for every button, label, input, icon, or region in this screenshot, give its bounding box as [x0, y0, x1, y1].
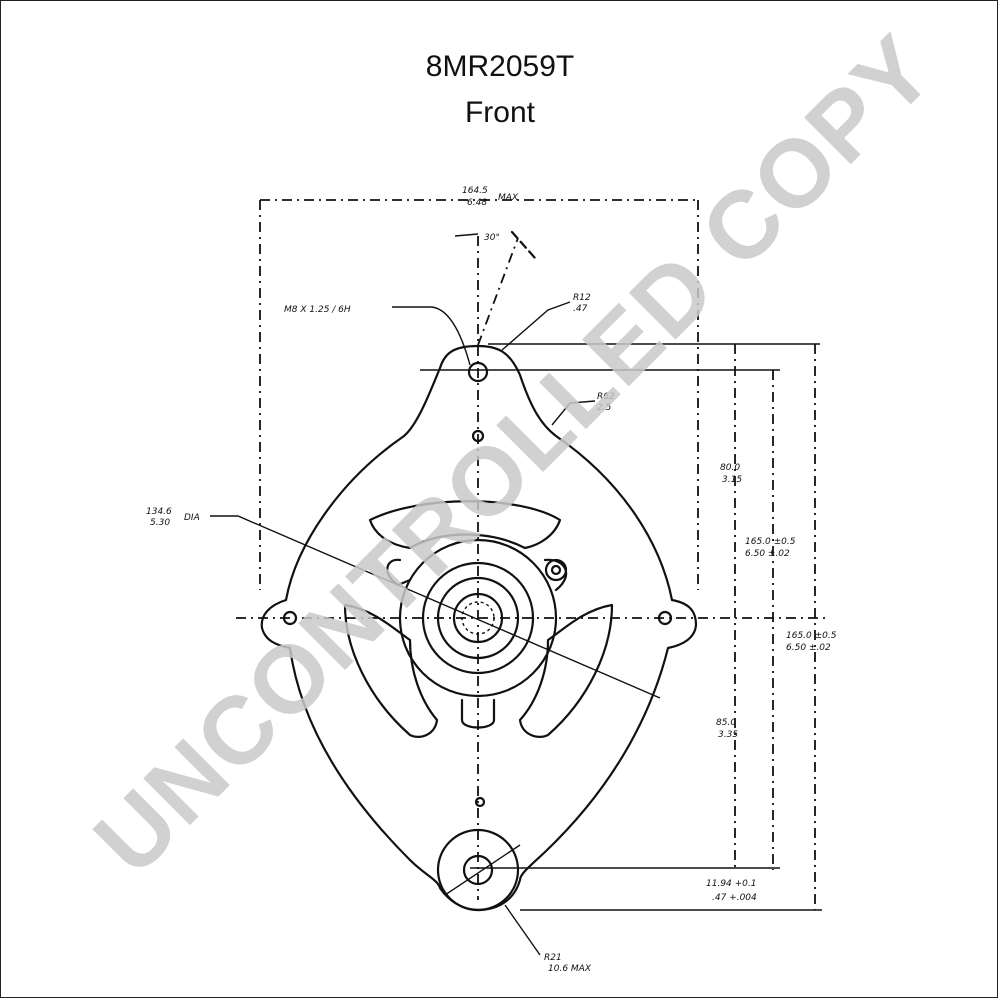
dim-upper-outer-label: 165.0 ±0.5	[745, 537, 796, 547]
dim-bottom-label: 11.94 +0.1	[706, 879, 756, 889]
angle-annotation: 30°	[454, 230, 537, 346]
angle-label: 30°	[484, 233, 500, 243]
body-dia-note: DIA	[184, 513, 200, 523]
overall-width-note: MAX	[498, 193, 519, 203]
body-radius-callout: R62 2.5	[551, 392, 615, 426]
body-radius-label: R62	[597, 392, 615, 402]
dim-upper-inner-inch-label: 3.15	[722, 475, 742, 485]
dim-side-label: 165.0 ±0.5	[786, 631, 837, 641]
dim-side-inch-label: 6.50 ±.02	[786, 643, 831, 653]
thread-spec-label: M8 X 1.25 / 6H	[284, 305, 351, 315]
top-mounting-hole	[467, 361, 489, 443]
dim-lower-inner-label: 85.0	[716, 718, 736, 728]
ear-radius-inch-label: .47	[573, 304, 588, 314]
overall-width-inch-label: 6.48	[467, 198, 487, 208]
center-hub	[386, 538, 568, 729]
body-radius-inch-label: 2.5	[597, 403, 612, 413]
body-diameter-callout: 134.6 5.30 DIA	[146, 507, 661, 699]
ear-radius-label: R12	[573, 293, 591, 303]
ventilation-slots	[343, 500, 614, 738]
overall-width-label: 164.5	[462, 186, 488, 196]
dim-upper-inner-label: 80.0	[720, 463, 740, 473]
dim-lower-inner-inch-label: 3.35	[718, 730, 738, 740]
body-dia-inch-label: 5.30	[150, 518, 170, 528]
dim-bottom-inch-label: .47 +.004	[712, 893, 757, 903]
part-number-title: 8MR2059T	[425, 50, 575, 83]
bottom-lug: R21 10.6 MAX	[436, 796, 592, 974]
body-dia-label: 134.6	[146, 507, 172, 517]
thread-spec-callout: M8 X 1.25 / 6H	[284, 305, 471, 366]
lug-radius-inch-label: 10.6 MAX	[548, 964, 592, 974]
side-mounting-holes	[282, 610, 673, 626]
view-label: Front	[464, 96, 536, 129]
vertical-dimensions: 80.0 3.15 165.0 ±0.5 6.50 ±.02 165.0 ±0.…	[420, 343, 837, 911]
dim-upper-outer-inch-label: 6.50 ±.02	[745, 549, 790, 559]
lug-radius-label: R21	[544, 953, 562, 963]
uncontrolled-copy-watermark: UNCONTROLLED COPY	[74, 15, 954, 895]
watermark-text: UNCONTROLLED COPY	[74, 15, 954, 895]
ear-radius-callout: R12 .47	[501, 293, 591, 351]
